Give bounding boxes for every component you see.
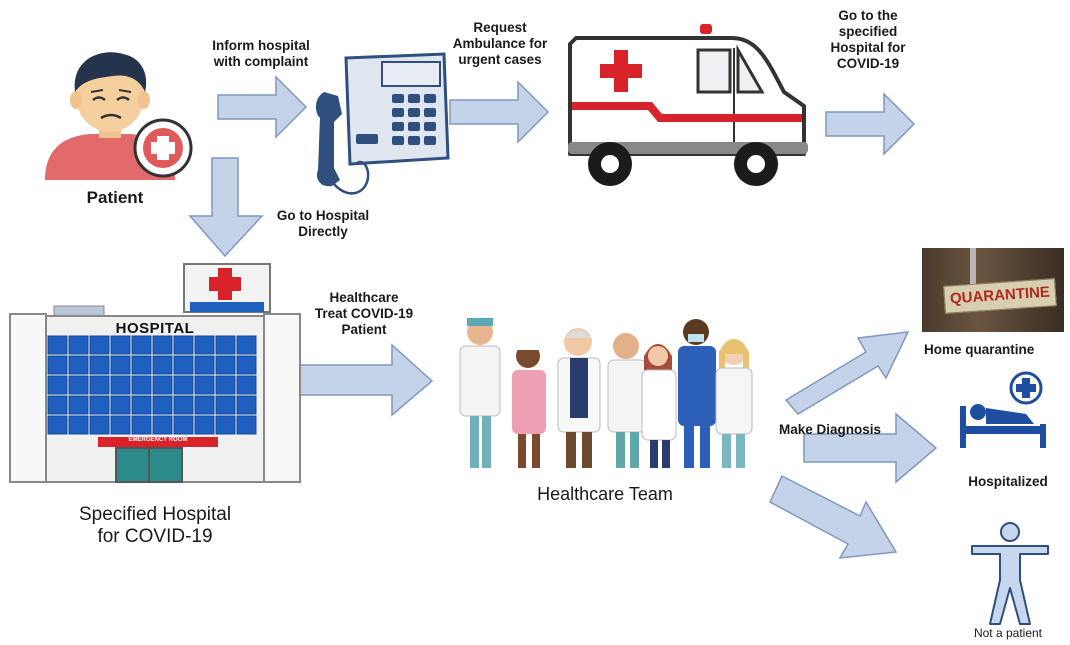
telephone-icon xyxy=(315,52,450,195)
hospital-window xyxy=(236,335,257,355)
hospital-window xyxy=(68,395,89,415)
hospital-window xyxy=(194,415,215,435)
hospital-window xyxy=(215,395,236,415)
hospital-window xyxy=(131,375,152,395)
hospital-window xyxy=(47,335,68,355)
hospital-window xyxy=(68,335,89,355)
hospital-window xyxy=(131,355,152,375)
hospital-window xyxy=(89,375,110,395)
quarantine-sign: QUARANTINE xyxy=(943,278,1057,314)
ambulance-icon xyxy=(568,24,808,186)
hospital-window xyxy=(215,415,236,435)
hospital-window xyxy=(47,395,68,415)
hospitalized-label: Hospitalized xyxy=(968,474,1048,489)
hospital-bed-icon xyxy=(960,371,1046,448)
hospital-window xyxy=(236,375,257,395)
inform-hospital-label: Inform hospital with complaint xyxy=(212,38,310,69)
hospital-window xyxy=(110,375,131,395)
arrow-team-to-quarantine xyxy=(784,331,910,415)
go-to-hospital-label: Go to the specified Hospital for COVID-1… xyxy=(830,8,906,71)
hospital-window xyxy=(68,355,89,375)
hospital-window xyxy=(194,335,215,355)
hospital-window xyxy=(215,335,236,355)
hospital-window xyxy=(89,395,110,415)
hospital-window xyxy=(215,375,236,395)
hospital-window xyxy=(68,375,89,395)
hospital-window xyxy=(152,355,173,375)
hospital-window xyxy=(89,415,110,435)
hospital-window xyxy=(173,355,194,375)
arrow-phone-to-ambulance xyxy=(449,80,550,144)
hospital-window xyxy=(47,355,68,375)
hospital-label: Specified Hospital for COVID-19 xyxy=(78,504,232,548)
hospital-window xyxy=(173,395,194,415)
arrow-patient-down-to-hospital xyxy=(188,157,264,258)
hospital-window xyxy=(131,415,152,435)
home-quarantine-label: Home quarantine xyxy=(924,342,1035,357)
hospital-window xyxy=(194,395,215,415)
go-direct-label: Go to Hospital Directly xyxy=(276,208,370,239)
request-ambulance-label: Request Ambulance for urgent cases xyxy=(452,20,548,67)
sick-patient-icon xyxy=(45,52,193,180)
hospital-window xyxy=(47,375,68,395)
make-diagnosis-label: Make Diagnosis xyxy=(778,422,882,437)
hospital-window xyxy=(152,375,173,395)
hospital-window xyxy=(173,375,194,395)
patient-label: Patient xyxy=(86,188,144,207)
emergency-room-sign: EMERGENCY ROOM xyxy=(128,437,188,443)
hospital-window xyxy=(236,395,257,415)
hospital-window xyxy=(173,415,194,435)
hospital-window xyxy=(152,415,173,435)
hospital-window xyxy=(110,415,131,435)
hospital-window xyxy=(110,355,131,375)
hospital-window xyxy=(110,335,131,355)
not-a-patient-label: Not a patient xyxy=(973,626,1043,640)
treat-patient-label: Healthcare Treat COVID-19 Patient xyxy=(314,290,414,337)
hospital-window xyxy=(173,335,194,355)
hospital-window xyxy=(194,355,215,375)
quarantine-door-icon: QUARANTINE xyxy=(922,248,1064,332)
hospital-window xyxy=(215,355,236,375)
person-icon xyxy=(971,522,1049,625)
hospital-window xyxy=(152,395,173,415)
hospital-window xyxy=(68,415,89,435)
arrow-ambulance-to-hospital xyxy=(825,92,916,156)
hospital-sign: HOSPITAL xyxy=(115,320,195,337)
hospital-window xyxy=(236,355,257,375)
healthcare-team-icon xyxy=(459,318,753,468)
hospital-window xyxy=(152,335,173,355)
door-handle-bar xyxy=(970,248,976,288)
hospital-window xyxy=(47,415,68,435)
hospital-window xyxy=(131,395,152,415)
hospital-window xyxy=(89,335,110,355)
hospital-window xyxy=(110,395,131,415)
hospital-window xyxy=(131,335,152,355)
arrow-team-to-not-patient xyxy=(769,474,898,559)
arrow-team-to-hospitalized xyxy=(803,412,938,484)
arrow-patient-to-phone xyxy=(217,75,308,139)
hospital-window xyxy=(236,415,257,435)
team-label: Healthcare Team xyxy=(537,484,673,504)
hospital-building-icon xyxy=(9,263,301,483)
hospital-window xyxy=(89,355,110,375)
arrow-hospital-to-team xyxy=(295,343,434,417)
hospital-window xyxy=(194,375,215,395)
